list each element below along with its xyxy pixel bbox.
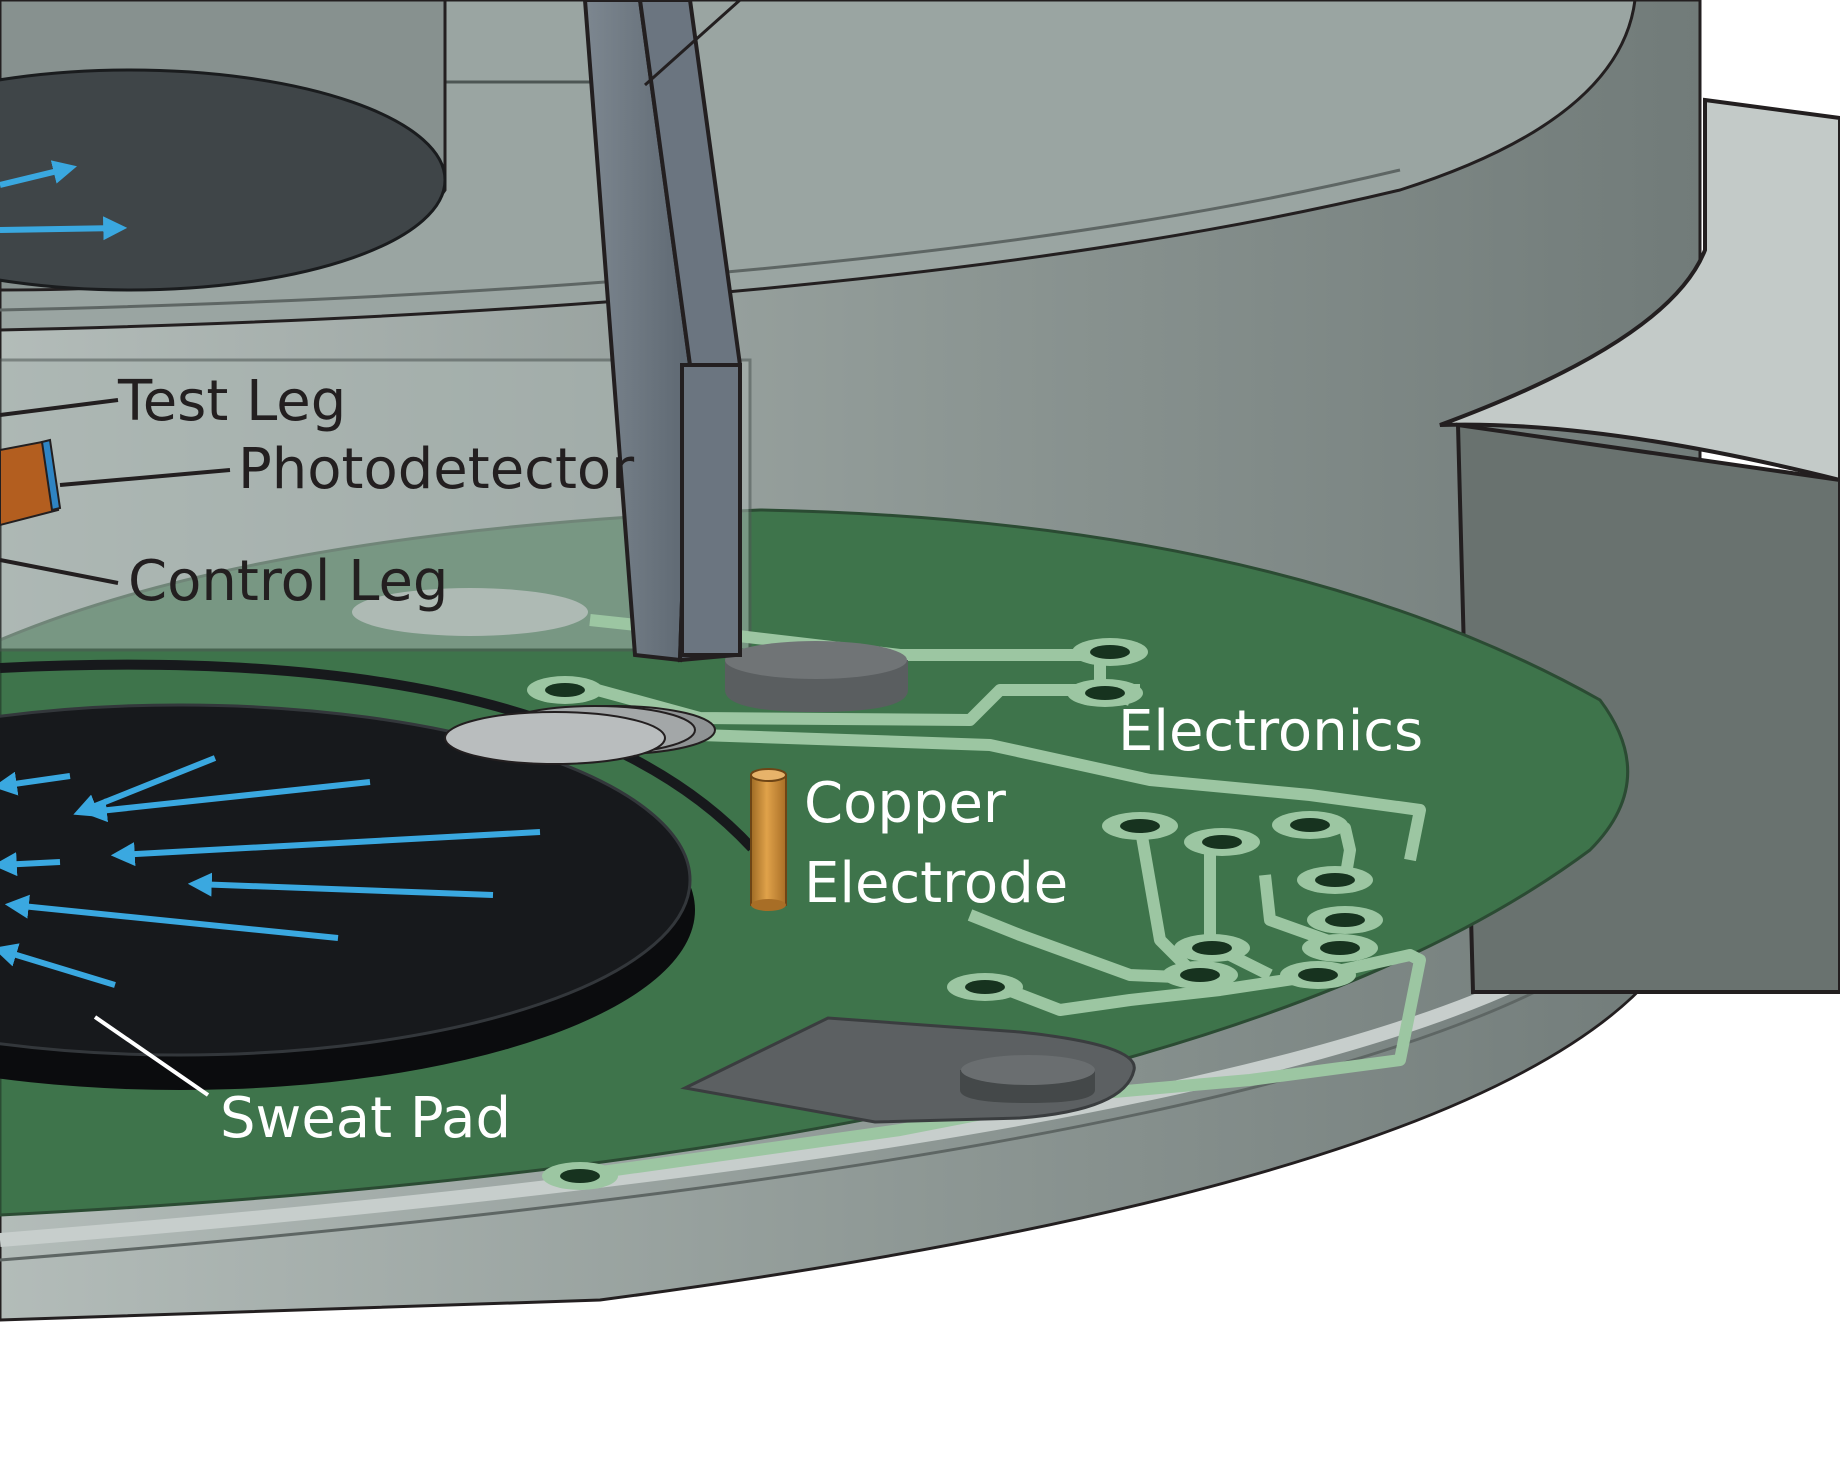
arrow-left-icon <box>4 894 339 941</box>
test-leg-column <box>582 0 743 663</box>
copper-electrode <box>750 768 787 911</box>
leader-control-leg <box>0 558 119 585</box>
label-electrode: Electrode <box>804 851 1068 916</box>
arrow-left-icon <box>0 771 71 796</box>
arrow-right-icon <box>0 160 77 188</box>
contact-discs <box>444 705 716 765</box>
leader-photodetector <box>59 468 231 487</box>
leg-base-disc <box>352 588 588 636</box>
label-test-leg: Test Leg <box>117 369 346 434</box>
chip-component <box>725 641 908 712</box>
arrow-left-icon <box>110 829 541 867</box>
arrow-left-icon <box>0 943 116 988</box>
label-photodetector: Photodetector <box>238 437 635 502</box>
leader-sweat-pad <box>93 1015 210 1097</box>
label-sweat-pad: Sweat Pad <box>220 1086 511 1151</box>
leader-test-leg <box>0 398 119 417</box>
arrow-left-icon <box>187 872 494 898</box>
label-electronics: Electronics <box>1118 699 1423 764</box>
label-copper: Copper <box>804 771 1007 836</box>
label-control-leg: Control Leg <box>128 549 448 614</box>
battery-holder <box>680 1016 1136 1124</box>
leader-lines <box>0 398 231 1097</box>
arrow-left-icon <box>0 852 61 877</box>
arrow-left-icon <box>82 779 371 823</box>
photodetector-icon <box>0 438 62 527</box>
arrow-right-icon <box>0 216 128 241</box>
flow-arrows <box>0 160 541 988</box>
sweat-pad <box>0 659 756 1090</box>
via-holes <box>545 645 1365 1183</box>
